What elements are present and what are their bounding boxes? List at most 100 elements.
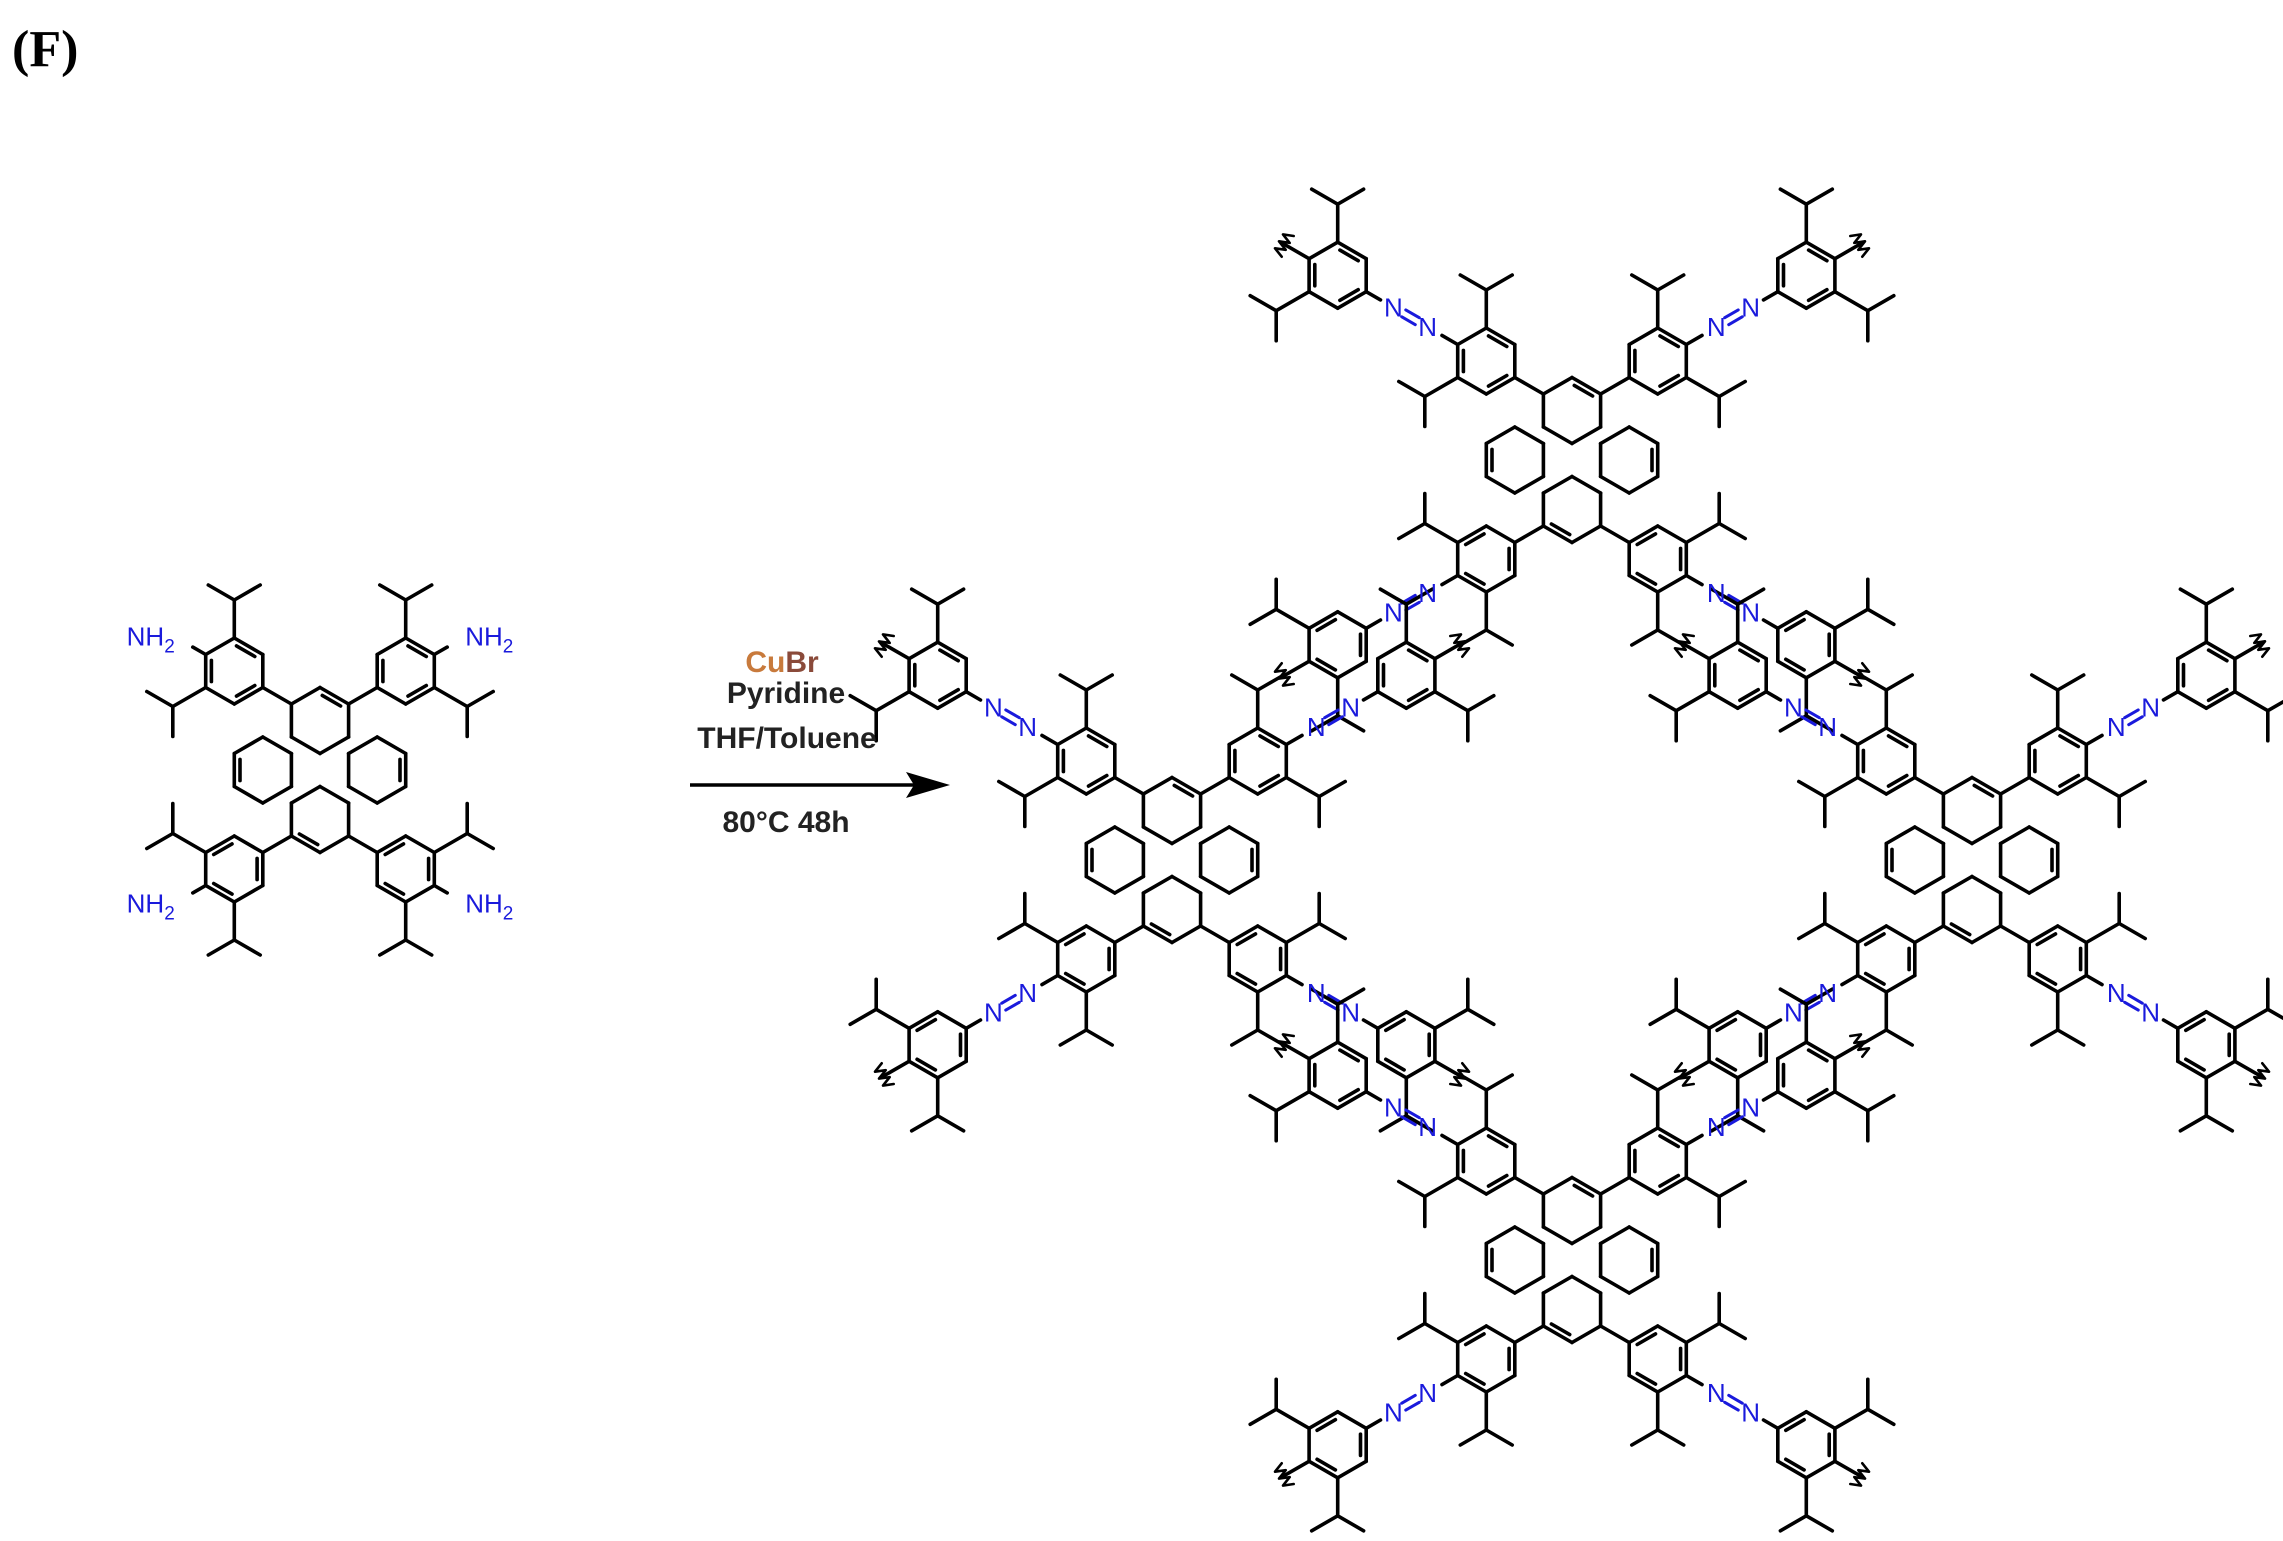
azo-n-label: N [1707, 1378, 1726, 1408]
aryl-bond [1707, 1059, 1740, 1080]
azo-n-label: N [1418, 578, 1437, 608]
aryl-double-bond [2058, 734, 2081, 749]
wavy-bond [2249, 1062, 2271, 1087]
isopropyl-methyl [145, 689, 175, 709]
aryl-bond [1055, 775, 1089, 796]
aryl-double-bond [1063, 932, 1086, 947]
pyrene-aryl-bond [1198, 775, 1231, 796]
c-n-bond [432, 883, 450, 895]
isopropyl-methyl [232, 938, 263, 957]
aryl-bond [1776, 1459, 1809, 1480]
isopropyl-methyl [377, 938, 408, 957]
isopropyl-methyl [1309, 987, 1340, 1007]
pyrene-bond [1884, 825, 1917, 846]
aryl-double-bond [1784, 617, 1806, 633]
aryl-bond [1804, 1410, 1837, 1431]
pyrene-bond [1598, 1225, 1631, 1246]
pyrene-aryl-bond [1598, 1175, 1631, 1196]
aryl-bond [1455, 1175, 1489, 1196]
c-n-bond [1840, 733, 1860, 747]
aryl-double-bond [1463, 1371, 1486, 1386]
azo-double-bond [1723, 1108, 1740, 1120]
n-c-bond [1361, 689, 1380, 702]
pyrene-bond [1998, 874, 2031, 895]
azo-n-label: N [1341, 998, 1360, 1028]
pyrene-bond [1541, 1225, 1574, 1246]
aryl-double-bond [1635, 1371, 1658, 1386]
pyrene-bond [1513, 1274, 1546, 1295]
isopropyl-methyl [1484, 1073, 1514, 1092]
azo-double-bond [1723, 1400, 1740, 1412]
pyrene-bond [1598, 425, 1631, 446]
pyrene-bond [1513, 474, 1546, 495]
aryl-bond [1455, 524, 1489, 545]
reagent-cu: Cu [745, 646, 785, 679]
aryl-bond [1855, 924, 1889, 945]
aryl-bond [1227, 924, 1260, 945]
aryl-bond [1627, 524, 1660, 545]
isopropyl-methyl [2055, 1028, 2086, 1047]
isopropyl-methyl [1397, 1321, 1427, 1341]
aryl-bond [1335, 659, 1368, 680]
pyrene-bond [1570, 425, 1603, 446]
wavy-bond [1449, 633, 1471, 658]
aryl-double-bond [1784, 1457, 1806, 1472]
linker-bond [2233, 641, 2263, 661]
aryl-bond [1227, 726, 1260, 747]
pyrene-bond [1970, 924, 2003, 945]
isopropyl-methyl [1230, 1028, 1260, 1047]
pyrene-bond [232, 784, 265, 805]
isopropyl-methyl [1735, 587, 1766, 607]
aryl-bond [2204, 689, 2237, 711]
isopropyl-methyl [1484, 1428, 1514, 1447]
amine-label: NH2 [465, 888, 513, 924]
aryl-double-bond [1235, 971, 1258, 986]
c-n-bond [1440, 333, 1460, 347]
aryl-bond [1335, 1459, 1368, 1480]
isopropyl-methyl [206, 583, 237, 602]
aryl-double-bond [1784, 657, 1806, 672]
pyrene-aryl-bond [1598, 375, 1631, 396]
aryl-double-bond [1886, 734, 1909, 749]
aryl-double-bond [1658, 334, 1681, 349]
aryl-double-bond [915, 1017, 938, 1033]
linker-bond [1281, 659, 1311, 678]
aryl-bond [375, 685, 408, 706]
isopropyl-bond [1274, 1407, 1311, 1431]
aryl-double-bond [383, 842, 406, 857]
isopropyl-methyl [465, 831, 496, 851]
c-n-bond [1440, 573, 1460, 587]
azo-double-bond [1400, 1115, 1417, 1127]
pyrene-double-bond [1549, 1322, 1572, 1337]
aryl-double-bond [211, 842, 234, 857]
wavy-bond [873, 1062, 895, 1087]
n-c-bond [964, 689, 983, 702]
reagent-thf-toluene: THF/Toluene [697, 722, 876, 755]
azo-n-label: N [1384, 1398, 1403, 1428]
isopropyl-methyl [1804, 987, 1835, 1007]
isopropyl-bond [1023, 775, 1060, 799]
azo-n-label: N [1341, 692, 1360, 722]
n-c-bond [964, 1018, 983, 1031]
n-c-bond [1364, 1418, 1383, 1431]
pyrene-bond [2027, 874, 2060, 895]
isopropyl-bond [432, 685, 470, 709]
pyrene-bond [1627, 474, 1660, 495]
aryl-bond [1735, 689, 1768, 711]
n-c-bond [1764, 689, 1783, 702]
isopropyl-methyl [1230, 673, 1260, 692]
pyrene-bond [1998, 825, 2031, 846]
pyrene-double-bond [1149, 922, 1172, 937]
azo-n-label: N [1741, 292, 1760, 322]
aryl-double-bond [1635, 571, 1658, 586]
pyrene-aryl-bond [1998, 775, 2031, 796]
isopropyl-methyl [935, 1114, 966, 1133]
aryl-bond [1335, 609, 1368, 631]
aryl-bond [1707, 640, 1740, 661]
azo-n-label: N [1707, 312, 1726, 342]
aryl-bond [1707, 1009, 1740, 1031]
pyrene-aryl-bond [260, 834, 294, 855]
isopropyl-methyl [1248, 1407, 1278, 1427]
pyrene-bond [346, 735, 380, 756]
